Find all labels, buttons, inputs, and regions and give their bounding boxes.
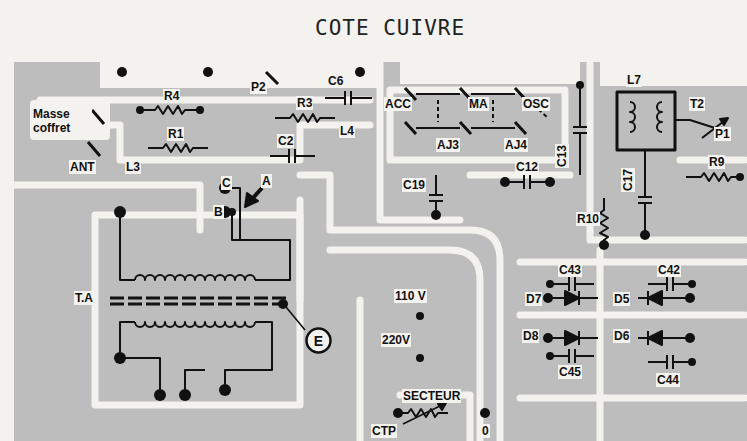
component-label: 110 V [394, 289, 427, 303]
component-label: ACC [384, 97, 412, 111]
component-label: C13 [555, 144, 569, 168]
component-label: L3 [125, 160, 141, 174]
component-label: C43 [558, 263, 582, 277]
component-label: 220V [381, 333, 411, 347]
component-label: C45 [558, 365, 582, 379]
component-label: P1 [714, 127, 731, 141]
component-label: Masse coffret [32, 107, 92, 135]
copper-ground [14, 62, 747, 441]
component-label: R3 [296, 96, 313, 110]
isolation-channels [14, 62, 745, 441]
component-label: T2 [689, 97, 705, 111]
component-label: L7 [626, 73, 642, 87]
component-label: R9 [708, 155, 725, 169]
board-title: COTE CUIVRE [315, 16, 465, 40]
component-label: R10 [576, 212, 600, 226]
solder-pads [114, 67, 744, 418]
component-label: ANT [69, 160, 96, 174]
component-label: C [221, 176, 232, 190]
component-label: D7 [525, 292, 542, 306]
component-label: C6 [327, 74, 344, 88]
component-label: D6 [613, 329, 630, 343]
component-label: D8 [522, 329, 539, 343]
component-label: C42 [657, 263, 681, 277]
component-label: C44 [656, 373, 680, 387]
component-label: SECTEUR [402, 389, 461, 403]
terminal-circle: E [305, 327, 332, 354]
component-label: R1 [167, 127, 184, 141]
component-label: C17 [621, 168, 635, 192]
component-symbols [88, 72, 740, 424]
component-label: OSC [522, 97, 550, 111]
component-label: C2 [277, 134, 294, 148]
component-label: MA [468, 97, 489, 111]
terminal-letter: E [314, 333, 323, 349]
component-label: AJ4 [504, 138, 528, 152]
component-label: P2 [250, 80, 267, 94]
component-label: L4 [339, 124, 355, 138]
component-label: T.A [74, 291, 94, 305]
component-label: A [261, 174, 272, 188]
component-label: CTP [371, 424, 397, 438]
component-label: 0 [481, 424, 490, 438]
component-label: R4 [163, 89, 180, 103]
component-label: C12 [515, 160, 539, 174]
terminal-ring [307, 329, 331, 353]
component-label: D5 [613, 292, 630, 306]
component-label: B [213, 205, 224, 219]
component-label: C19 [402, 178, 426, 192]
component-label: AJ3 [436, 138, 460, 152]
